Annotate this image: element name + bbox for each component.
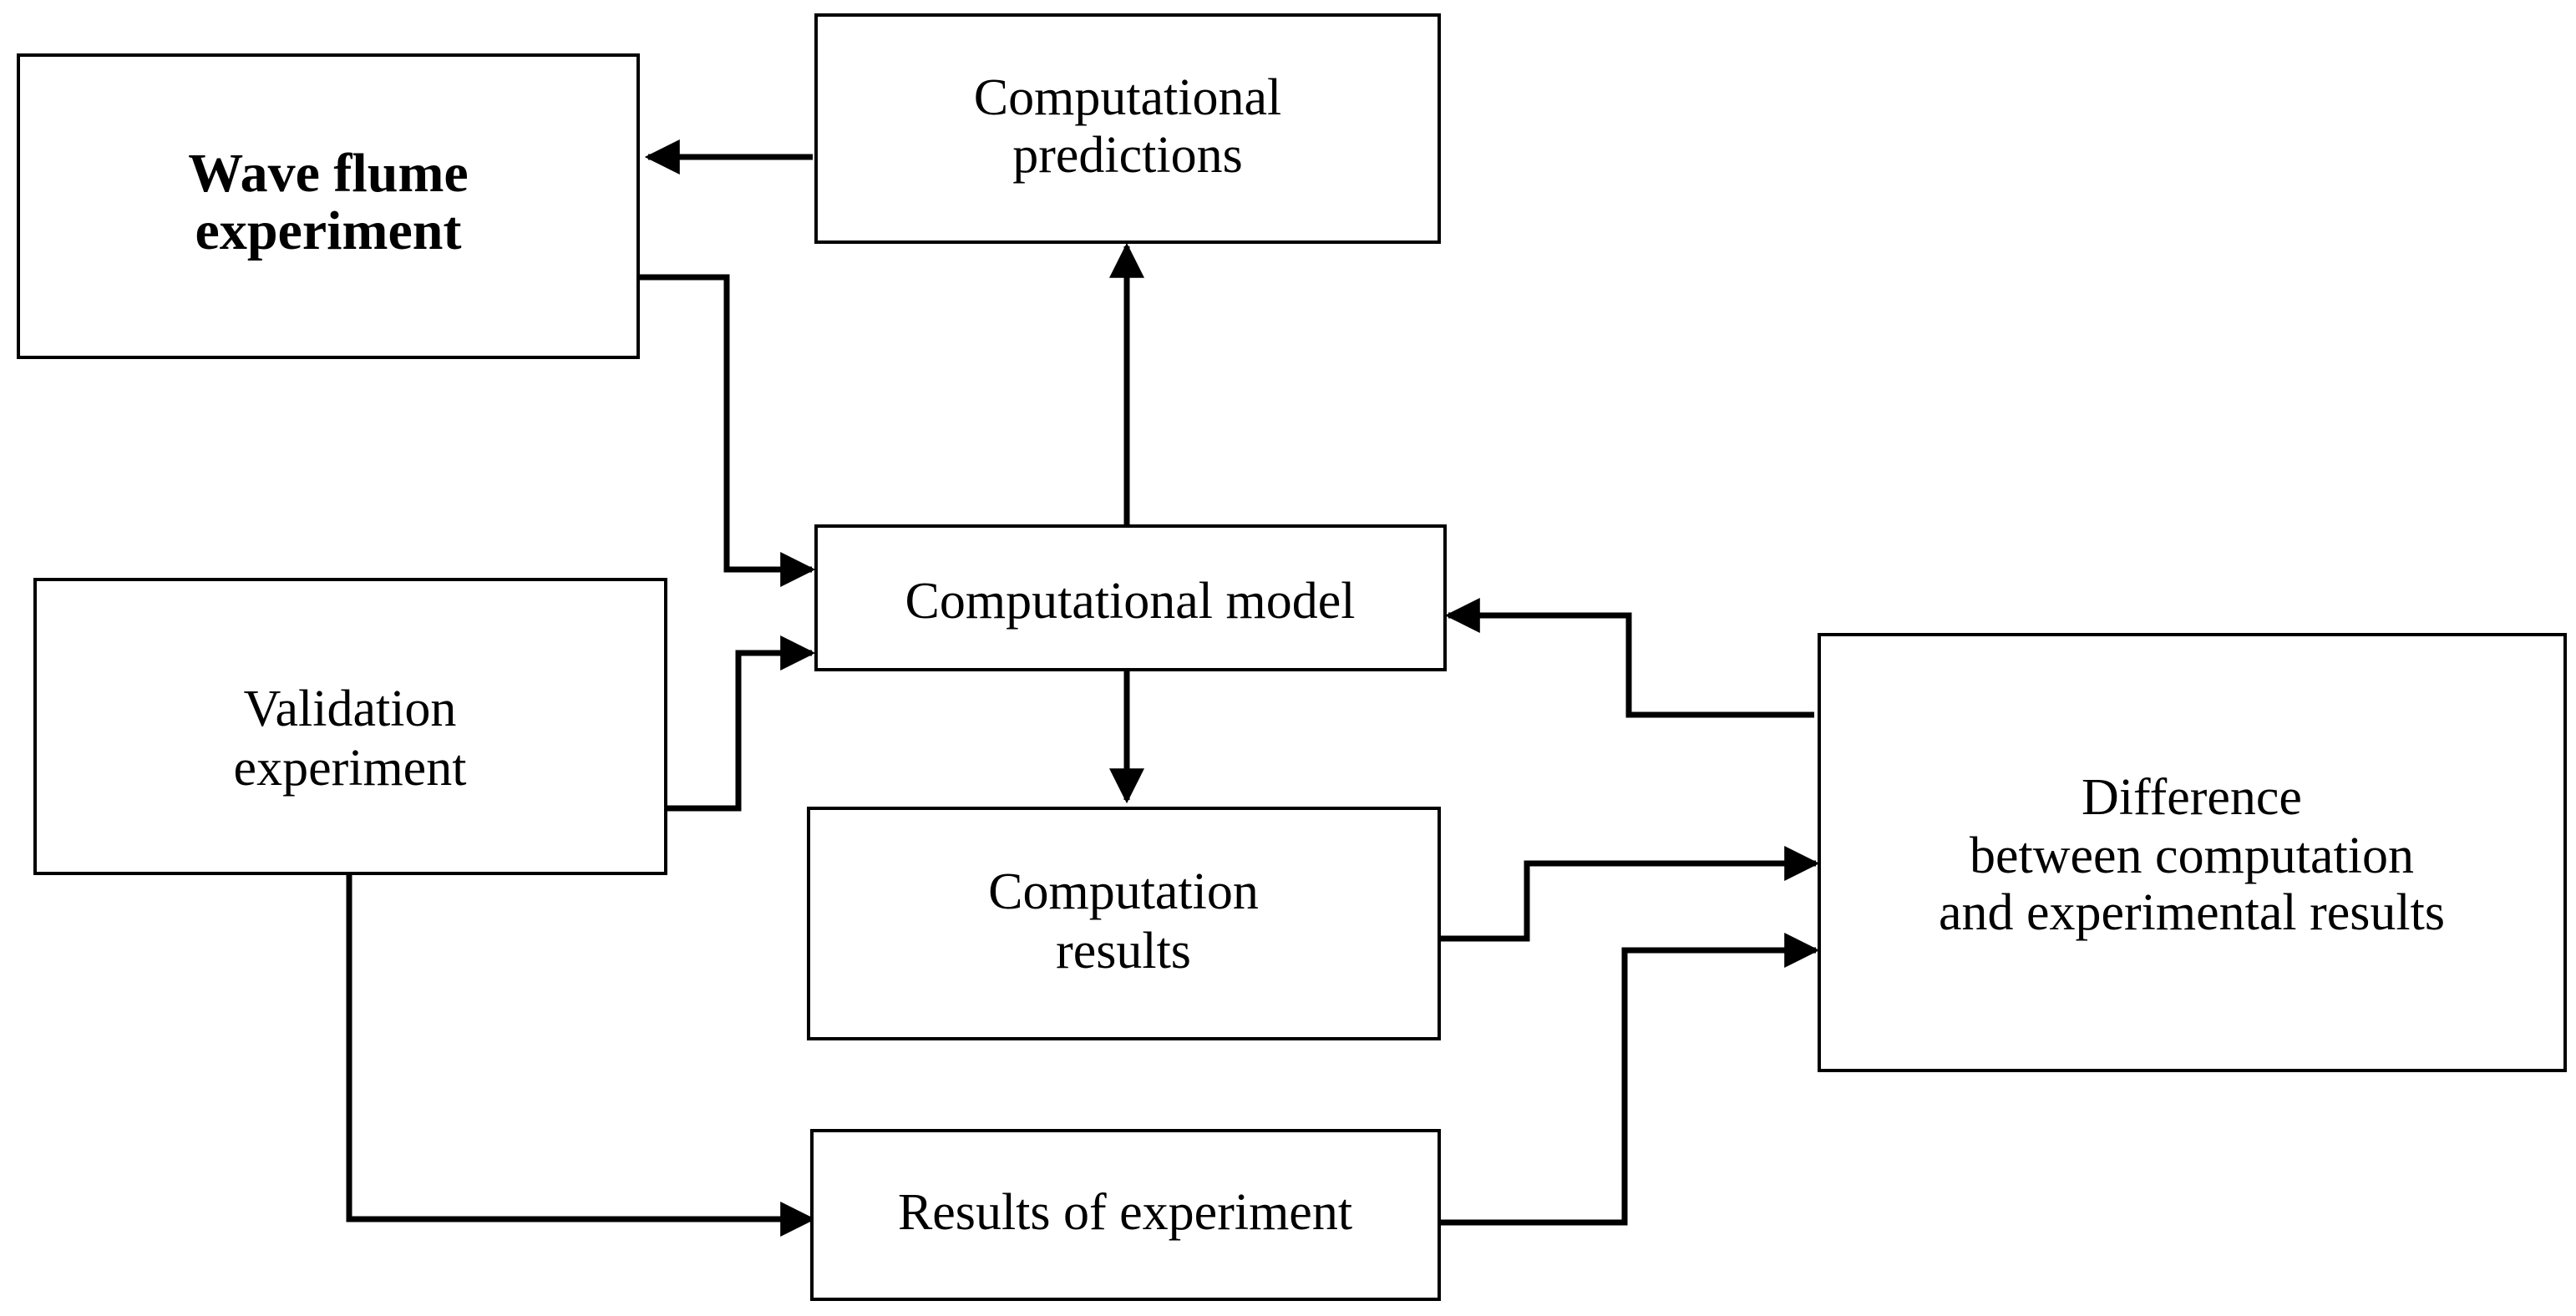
node-wave-flume-experiment: Wave flume experiment: [17, 53, 640, 359]
difference-label-line2: between computation: [1970, 828, 2414, 884]
arrow-results-experiment-to-difference: [1439, 933, 1820, 1226]
validation-label-line2: experiment: [234, 740, 467, 797]
wave-flume-label-line2: experiment: [195, 200, 462, 261]
connectors: [346, 139, 1820, 1237]
node-validation-experiment: Validation experiment: [33, 578, 667, 875]
node-computational-predictions: Computational predictions: [814, 13, 1441, 244]
results-experiment-box: [810, 1129, 1441, 1301]
difference-label-line3: and experimental results: [1939, 884, 2445, 941]
wave-flume-label-line1: Wave flume: [188, 143, 468, 204]
results-experiment-label: Results of experiment: [898, 1184, 1352, 1241]
difference-label-line1: Difference: [2082, 769, 2302, 826]
computation-results-label-line1: Computation: [988, 863, 1259, 920]
predictions-box: [814, 13, 1441, 244]
arrow-computation-results-to-difference: [1439, 846, 1820, 942]
difference-box: [1818, 633, 2567, 1072]
validation-label-line1: Validation: [244, 681, 457, 737]
computation-results-label-line2: results: [1056, 923, 1191, 979]
predictions-label-line1: Computational: [974, 69, 1282, 126]
node-computation-results: Computation results: [807, 807, 1441, 1040]
node-computational-model: Computational model: [814, 524, 1447, 671]
wave-flume-box: [17, 53, 640, 359]
predictions-label-line2: predictions: [1012, 127, 1243, 184]
computation-results-box: [807, 807, 1441, 1040]
node-difference: Difference between computation and exper…: [1818, 633, 2567, 1072]
arrow-validation-to-model: [666, 635, 816, 812]
node-results-of-experiment: Results of experiment: [810, 1129, 1441, 1301]
arrow-difference-to-model: [1444, 598, 1814, 718]
validation-box: [33, 578, 667, 875]
arrow-validation-to-results-experiment: [346, 873, 816, 1237]
model-label: Computational model: [905, 573, 1356, 630]
arrow-wave-flume-to-model: [637, 274, 816, 587]
model-box: [814, 524, 1447, 671]
